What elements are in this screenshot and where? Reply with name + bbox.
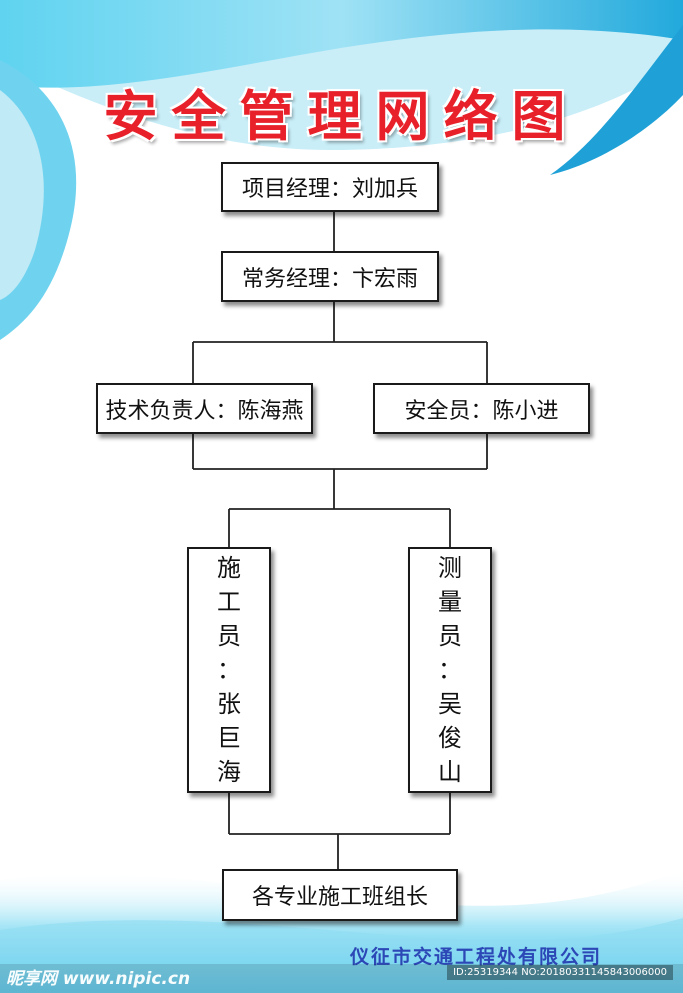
node-technical-lead: 技术负责人：陈海燕 xyxy=(96,383,313,434)
node-executive-manager: 常务经理：卞宏雨 xyxy=(221,251,439,302)
survey-staff-char: ： xyxy=(438,655,462,684)
node-safety-officer-label: 安全员：陈小进 xyxy=(404,398,559,424)
node-team-leaders-label: 各专业施工班组长 xyxy=(251,885,428,910)
node-team-leaders: 各专业施工班组长 xyxy=(222,869,458,921)
survey-staff-char: 测 xyxy=(438,553,462,582)
left-wave-inner xyxy=(0,90,44,300)
survey-staff-char: 员 xyxy=(438,621,462,650)
survey-staff-char: 量 xyxy=(438,587,462,616)
construction-staff-char: 施 xyxy=(217,553,241,582)
node-safety-officer: 安全员：陈小进 xyxy=(373,383,590,434)
watermark-bar xyxy=(0,964,683,993)
node-construction-staff: 施 工 员 ： 张 巨 海 xyxy=(187,547,271,793)
construction-staff-char: 工 xyxy=(217,587,241,616)
page-title: 安全管理网络图 xyxy=(103,84,580,148)
survey-staff-char: 山 xyxy=(438,758,462,787)
top-wave-main xyxy=(0,0,683,88)
survey-staff-char: 俊 xyxy=(438,724,462,753)
node-survey-staff: 测 量 员 ： 吴 俊 山 xyxy=(408,547,492,793)
node-executive-manager-label: 常务经理：卞宏雨 xyxy=(241,266,418,292)
node-technical-lead-label: 技术负责人：陈海燕 xyxy=(105,398,304,424)
construction-staff-char: ： xyxy=(217,655,241,684)
survey-staff-char: 吴 xyxy=(438,690,462,719)
watermark-id: ID:25319344 NO:20180331145843006000 xyxy=(447,965,673,980)
watermark-site: 昵享网 www.nipic.cn xyxy=(6,969,191,989)
node-project-manager: 项目经理：刘加兵 xyxy=(221,162,439,212)
construction-staff-char: 巨 xyxy=(217,724,241,753)
node-project-manager-label: 项目经理：刘加兵 xyxy=(241,177,418,202)
company-name: 仪征市交通工程处有限公司 xyxy=(349,946,602,968)
construction-staff-char: 张 xyxy=(217,690,241,719)
bottom-wave-light xyxy=(0,918,683,993)
top-right-swoosh xyxy=(550,25,683,175)
construction-staff-char: 员 xyxy=(217,621,241,650)
construction-staff-char: 海 xyxy=(217,758,241,787)
